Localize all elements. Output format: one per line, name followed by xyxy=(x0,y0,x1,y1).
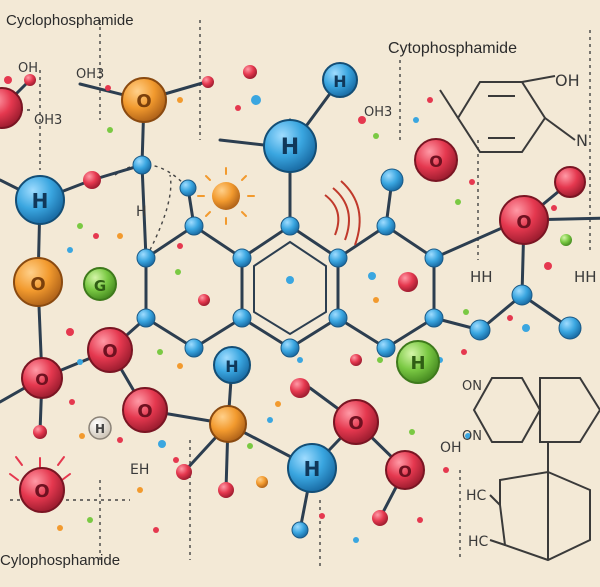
atom-red-lower-left: O xyxy=(122,387,168,433)
svg-text:H: H xyxy=(32,189,49,213)
atom-blue-h-bottom: H xyxy=(287,443,337,493)
atom-red-right-top xyxy=(554,166,586,198)
svg-text:O: O xyxy=(35,370,49,389)
formula-hc-b: HC xyxy=(468,534,489,550)
skeletal-structures xyxy=(439,75,600,562)
scatter-dots xyxy=(4,65,572,543)
title-top-right: Cytophosphamide xyxy=(388,40,517,57)
atom-green-h: H xyxy=(396,340,440,384)
svg-text:O: O xyxy=(102,341,117,362)
atom-orange-top: O xyxy=(121,77,167,123)
atom-blue-h-top: H xyxy=(263,119,317,173)
svg-text:O: O xyxy=(30,274,45,295)
atom-blue-h-center-low: H xyxy=(213,346,251,384)
svg-text:O: O xyxy=(34,481,49,502)
formula-oh-tl: OH xyxy=(18,61,38,76)
svg-text:H: H xyxy=(304,457,321,481)
svg-text:H: H xyxy=(333,72,346,91)
formula-oh3-top: OH3 xyxy=(76,67,104,82)
svg-text:H: H xyxy=(281,135,299,160)
formula-oh-right: OH xyxy=(555,71,580,90)
svg-text:O: O xyxy=(348,413,363,434)
atom-red-right: O xyxy=(499,195,549,245)
atom-orange-left: O xyxy=(13,257,63,307)
formula-n-right: N xyxy=(576,131,588,150)
atom-green-g: G xyxy=(83,267,117,301)
svg-text:O: O xyxy=(516,212,531,233)
atom-red-bottom-right: O xyxy=(385,450,425,490)
svg-text:O: O xyxy=(137,401,152,422)
formula-oh-low: OH xyxy=(440,440,462,456)
atom-blue-h-top-right: H xyxy=(322,62,358,98)
atom-red-small-tl xyxy=(24,74,36,86)
atom-red-bottom-center: O xyxy=(333,399,379,445)
formula-h-small: H xyxy=(136,204,147,220)
formula-hh-b: HH xyxy=(574,268,597,286)
formula-labels: OH OH3 OH3 OH3 OH N HH HH H EH OH ON ON … xyxy=(18,61,597,550)
formula-oh3-center: OH3 xyxy=(364,105,392,120)
svg-text:O: O xyxy=(136,91,151,112)
atom-red-mid-left: O xyxy=(87,327,133,373)
svg-text:G: G xyxy=(94,277,106,295)
formula-on-b: ON xyxy=(462,429,482,444)
atom-red-right-mid: O xyxy=(414,138,458,182)
svg-text:H: H xyxy=(95,422,105,436)
formula-oh3-left: OH3 xyxy=(34,113,62,128)
title-top-left: Cyclophosphamide xyxy=(6,12,134,29)
formula-eh-low: EH xyxy=(130,462,149,478)
junction-atoms xyxy=(132,155,582,539)
svg-text:O: O xyxy=(429,152,443,171)
atom-red-left-edge: O xyxy=(21,357,63,399)
atom-red-top-left xyxy=(0,87,23,129)
atom-white-h: H xyxy=(88,416,112,440)
svg-text:H: H xyxy=(225,357,238,376)
atom-orange-center-low xyxy=(209,405,247,443)
formula-hh-a: HH xyxy=(470,268,493,286)
formula-on-a: ON xyxy=(462,379,482,394)
large-atoms: H H O H O G xyxy=(0,62,586,513)
atom-blue-h-left: H xyxy=(15,175,65,225)
svg-text:H: H xyxy=(410,353,425,374)
title-bottom-left: Cylophosphamide xyxy=(0,552,121,569)
sun-decoration xyxy=(9,167,361,481)
svg-text:O: O xyxy=(398,462,412,481)
atom-red-small-left xyxy=(83,171,101,189)
formula-hc-a: HC xyxy=(466,488,487,504)
atom-red-bottom-left: O xyxy=(19,467,65,513)
